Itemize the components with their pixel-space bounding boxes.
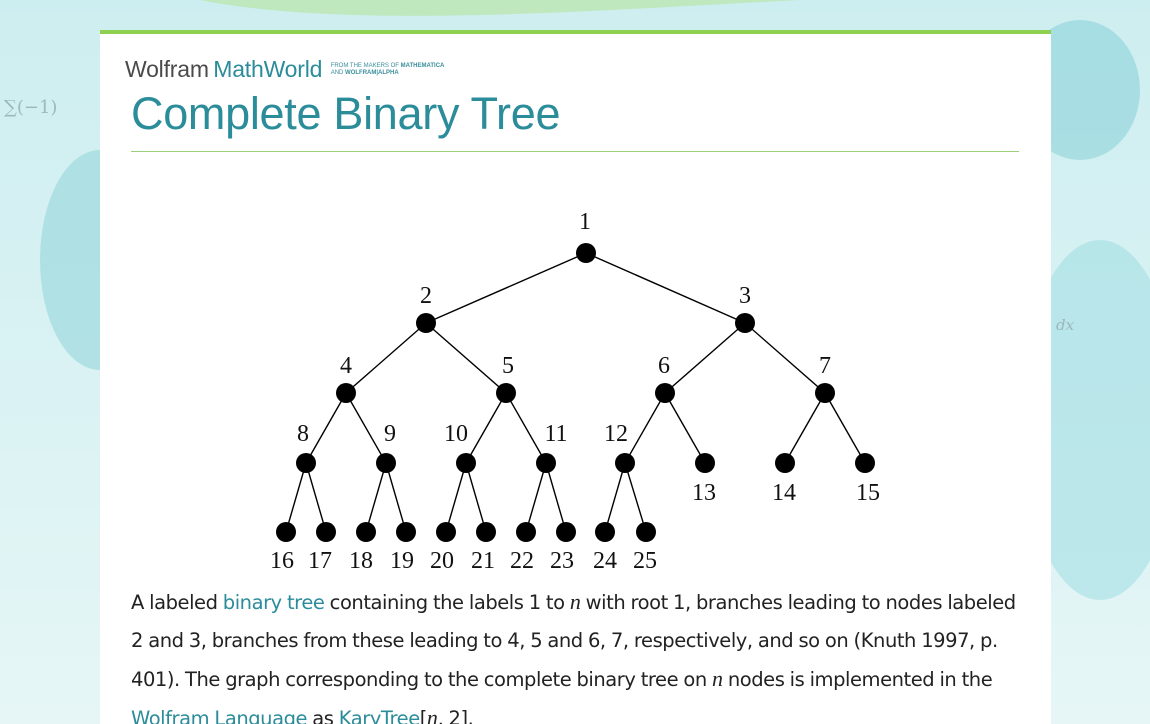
link-karytree[interactable]: KaryTree xyxy=(338,707,420,724)
tree-edge-7-14 xyxy=(784,392,826,464)
tree-node-21 xyxy=(476,522,496,542)
tree-node-15 xyxy=(855,453,875,473)
link-binary-tree[interactable]: binary tree xyxy=(222,591,325,614)
tree-node-label-4: 4 xyxy=(340,353,352,379)
tree-node-25 xyxy=(636,522,656,542)
tree-node-18 xyxy=(356,522,376,542)
logo-mathworld-text: MathWorld xyxy=(213,56,323,82)
tree-edge-9-19 xyxy=(385,462,407,533)
tree-edge-1-2 xyxy=(425,252,587,324)
link-wolfram-language[interactable]: Wolfram Language xyxy=(131,707,308,724)
variable-n: n xyxy=(569,589,581,614)
tree-node-16 xyxy=(276,522,296,542)
tree-edge-12-25 xyxy=(624,462,647,533)
tree-node-14 xyxy=(775,453,795,473)
tree-node-label-10: 10 xyxy=(444,421,468,447)
svg-text:∑(−1): ∑(−1) xyxy=(4,97,57,118)
tree-node-9 xyxy=(376,453,396,473)
tree-node-label-14: 14 xyxy=(772,480,796,506)
tree-edge-10-21 xyxy=(465,462,487,533)
tree-node-2 xyxy=(416,313,436,333)
tree-edge-12-24 xyxy=(604,462,626,533)
tree-node-label-16: 16 xyxy=(270,548,294,574)
tree-node-label-6: 6 xyxy=(658,353,670,379)
tree-node-label-17: 17 xyxy=(308,548,332,574)
tree-node-11 xyxy=(536,453,556,473)
page-title: Complete Binary Tree xyxy=(131,88,561,139)
tree-node-10 xyxy=(456,453,476,473)
tree-node-label-5: 5 xyxy=(502,353,514,379)
content-card: Wolfram MathWorld FROM THE MAKERS OF MAT… xyxy=(100,30,1051,724)
tree-node-17 xyxy=(316,522,336,542)
tree-edge-4-9 xyxy=(345,392,387,464)
tree-node-23 xyxy=(556,522,576,542)
tree-node-label-8: 8 xyxy=(297,421,309,447)
tree-node-label-3: 3 xyxy=(739,283,751,309)
tree-node-label-1: 1 xyxy=(579,209,591,235)
tree-node-label-12: 12 xyxy=(604,421,628,447)
tree-edge-5-10 xyxy=(465,392,507,464)
tree-node-label-19: 19 xyxy=(390,548,414,574)
variable-n: n xyxy=(712,666,723,691)
tree-node-12 xyxy=(615,453,635,473)
tree-node-label-24: 24 xyxy=(593,548,617,574)
tree-node-label-18: 18 xyxy=(349,548,373,574)
tree-node-13 xyxy=(695,453,715,473)
tree-edge-11-22 xyxy=(525,462,547,533)
svg-text:dx: dx xyxy=(1056,316,1075,334)
tree-edge-3-7 xyxy=(744,322,826,394)
tree-node-5 xyxy=(496,383,516,403)
tree-node-8 xyxy=(296,453,316,473)
tree-node-22 xyxy=(516,522,536,542)
tree-node-1 xyxy=(576,243,596,263)
description-paragraph: A labeled binary tree containing the lab… xyxy=(131,583,1026,724)
tree-node-label-20: 20 xyxy=(430,548,454,574)
tree-node-24 xyxy=(595,522,615,542)
tree-node-label-23: 23 xyxy=(550,548,574,574)
tree-edge-9-18 xyxy=(365,462,387,533)
tree-edge-7-15 xyxy=(824,392,866,464)
tree-node-label-13: 13 xyxy=(692,480,716,506)
tree-edge-10-20 xyxy=(445,462,467,533)
tree-node-label-22: 22 xyxy=(510,548,534,574)
tree-node-label-2: 2 xyxy=(420,283,432,309)
tree-node-label-11: 11 xyxy=(544,421,567,447)
tree-node-label-21: 21 xyxy=(471,548,495,574)
tree-node-label-25: 25 xyxy=(633,548,657,574)
tree-node-label-9: 9 xyxy=(384,421,396,447)
tree-edge-4-8 xyxy=(305,392,347,464)
tree-edge-1-3 xyxy=(585,252,746,324)
tree-edge-6-13 xyxy=(664,392,706,464)
tree-node-7 xyxy=(815,383,835,403)
tree-edge-11-23 xyxy=(545,462,567,533)
tree-node-20 xyxy=(436,522,456,542)
tree-node-6 xyxy=(655,383,675,403)
tree-edge-2-5 xyxy=(425,322,507,394)
title-divider xyxy=(131,151,1019,152)
site-logo[interactable]: Wolfram MathWorld FROM THE MAKERS OF MAT… xyxy=(125,56,444,86)
logo-tagline: FROM THE MAKERS OF MATHEMATICA AND WOLFR… xyxy=(330,63,445,76)
tree-edge-3-6 xyxy=(664,322,746,394)
tree-node-3 xyxy=(735,313,755,333)
variable-n: n xyxy=(426,705,438,724)
tree-edge-5-11 xyxy=(505,392,547,464)
tree-edge-8-17 xyxy=(305,462,327,533)
logo-wolfram-text: Wolfram xyxy=(125,56,209,82)
tree-edge-2-4 xyxy=(345,322,427,394)
tree-node-label-7: 7 xyxy=(819,353,831,379)
tree-node-4 xyxy=(336,383,356,403)
tree-edge-6-12 xyxy=(624,392,666,464)
tree-edge-8-16 xyxy=(285,462,307,533)
tree-node-label-15: 15 xyxy=(856,480,880,506)
tree-node-19 xyxy=(396,522,416,542)
